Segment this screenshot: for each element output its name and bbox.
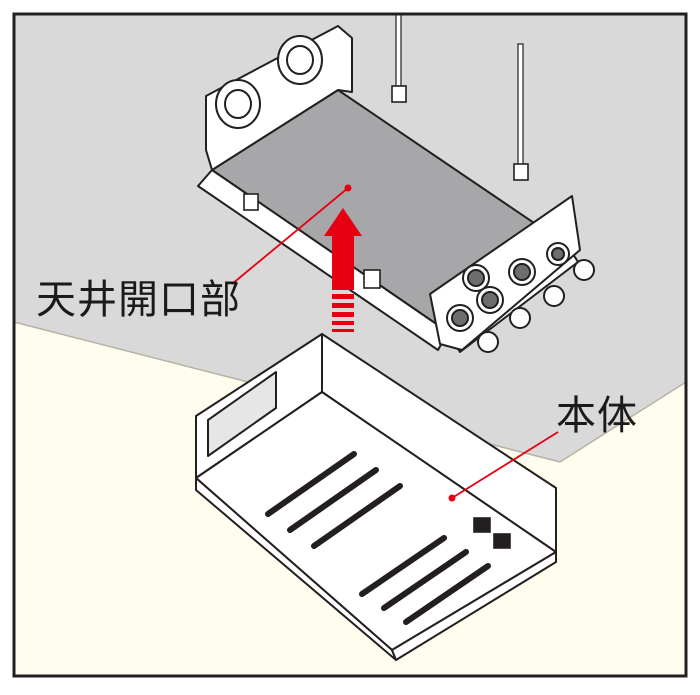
unit-side-edge [391, 551, 557, 661]
corner-edge-right [559, 381, 687, 463]
label-main-body: 本体 [556, 393, 638, 439]
label-ceiling-opening: 天井開口部 [36, 277, 241, 323]
leader-dot-body [448, 494, 456, 502]
side-ports [446, 242, 595, 353]
leader-ceiling [231, 187, 349, 285]
frame-border [12, 12, 688, 678]
leader-lines [231, 187, 559, 499]
unit-filter-opening [207, 371, 277, 457]
unit-control-box [473, 517, 511, 549]
hanger-brackets [243, 85, 529, 289]
leader-dot-ceiling [344, 184, 352, 192]
lift-arrow [324, 208, 362, 332]
unit-rails [265, 451, 491, 625]
main-unit [195, 333, 557, 661]
duct-collars [215, 35, 323, 129]
leader-body [451, 431, 559, 499]
